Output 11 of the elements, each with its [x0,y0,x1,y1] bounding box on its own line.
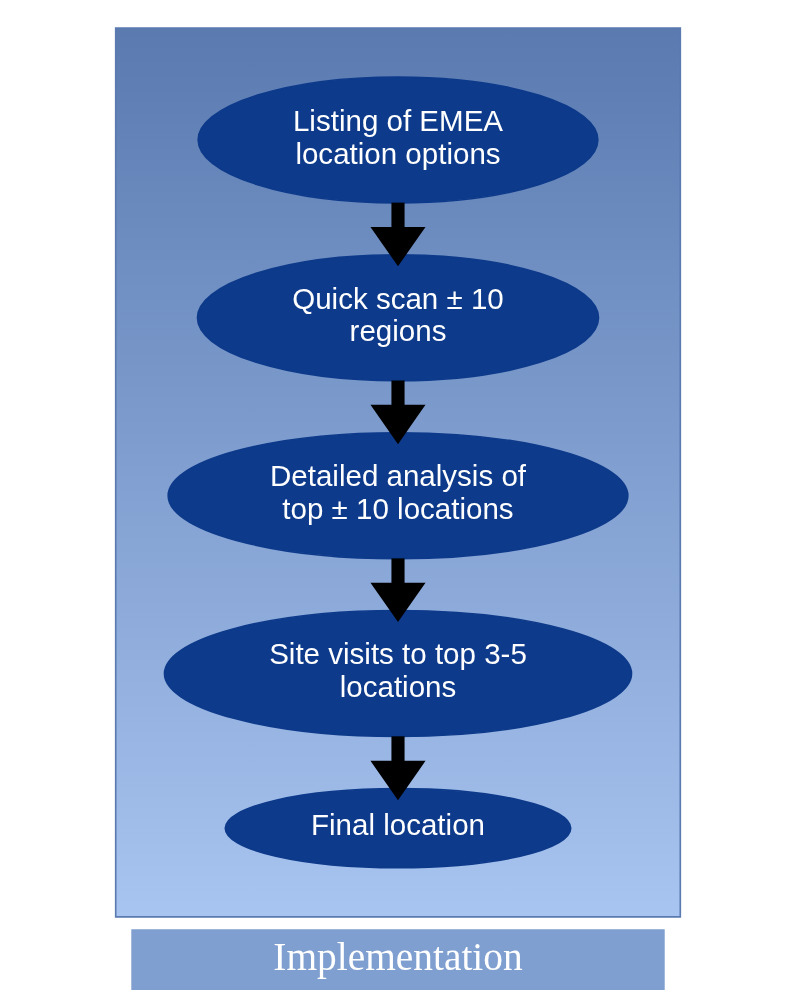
cluster [114,27,681,918]
node-ellipse: Site visits to top 3-5 locations [163,609,632,738]
node-ellipse: Listing of EMEA location options [196,76,599,204]
node-ellipse: Final location [224,787,572,869]
arrow [369,380,426,445]
arrow [369,202,426,267]
arrow [369,736,426,801]
arrow [369,558,426,622]
node-ellipse: Quick scan ± 10 regions [196,254,599,382]
node-ellipse: Detailed analysis of top ± 10 locations [166,431,629,560]
node-box: Implementation [130,929,665,990]
